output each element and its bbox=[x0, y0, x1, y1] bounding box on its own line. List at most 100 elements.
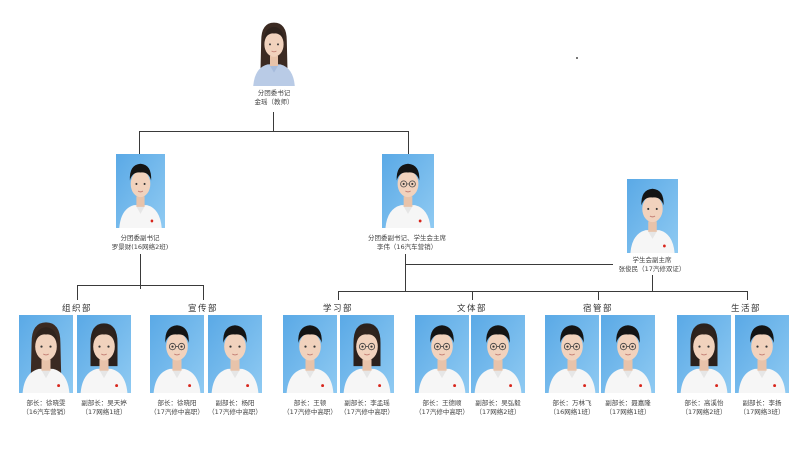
member-role: 部长：徐晓雯 bbox=[26, 399, 66, 407]
member-caption: 部长：王顿 （17汽修中高职） bbox=[283, 399, 337, 417]
connector-right-horizontal bbox=[338, 291, 748, 292]
secretary-name: 金瑶（教师） bbox=[254, 98, 294, 106]
member-caption: 副部长：李扬 （17网络3班） bbox=[740, 399, 785, 417]
member-role: 副部长：聂嘉隆 bbox=[605, 399, 651, 407]
member-role: 副部长：杨阳 bbox=[215, 399, 255, 407]
portrait-image bbox=[677, 315, 731, 393]
connector-to-zuzhi bbox=[77, 285, 78, 300]
dept-xuanchuan-label: 宣传部 bbox=[187, 304, 219, 314]
member-role: 副部长：李扬 bbox=[742, 399, 782, 407]
deputy-2-name: 李伟（16汽车营销） bbox=[376, 243, 438, 251]
member-class: （17网络2班） bbox=[681, 408, 727, 416]
member-caption: 副部长：聂嘉隆 （17网络1班） bbox=[605, 399, 651, 417]
portrait-image bbox=[250, 16, 298, 86]
member-class: （17汽修中高职） bbox=[415, 408, 469, 416]
member-class: （17网络3班） bbox=[739, 408, 785, 416]
member-role: 部长：王顿 bbox=[293, 399, 327, 407]
member-caption: 副部长：杨阳 （17汽修中高职） bbox=[208, 399, 262, 417]
deputy-1-name: 罗景财(16网络2班) bbox=[111, 243, 169, 251]
connector-left-horizontal bbox=[77, 285, 204, 286]
photo-deputy-1 bbox=[116, 154, 165, 228]
photo-deputy-2 bbox=[382, 154, 434, 228]
member-role: 副部长：李孟瑶 bbox=[344, 399, 390, 407]
member-class: （17网络1班） bbox=[605, 408, 651, 416]
portrait-image bbox=[601, 315, 655, 393]
dept-zuzhi-label: 组织部 bbox=[61, 304, 93, 314]
secretary-title: 分团委书记 bbox=[257, 89, 291, 97]
photo-secretary bbox=[250, 16, 298, 86]
member-caption: 部长：万林飞 （16网络1班） bbox=[550, 399, 595, 417]
portrait-image bbox=[77, 315, 131, 393]
photo-member bbox=[283, 315, 337, 393]
member-role: 部长：高溪怡 bbox=[684, 399, 724, 407]
member-role: 副部长：吴弘毅 bbox=[475, 399, 521, 407]
portrait-image bbox=[340, 315, 394, 393]
connector-top-horizontal bbox=[139, 131, 408, 132]
photo-member bbox=[601, 315, 655, 393]
member-class: （17汽修中高职） bbox=[340, 408, 394, 416]
member-class: （16汽车营销） bbox=[22, 408, 70, 416]
member-caption: 副部长：吴弘毅 （17网络2班） bbox=[475, 399, 521, 417]
portrait-image bbox=[116, 154, 165, 228]
member-class: （17汽修中高职） bbox=[208, 408, 262, 416]
member-caption: 部长：徐晓雯 （16汽车营销） bbox=[22, 399, 69, 417]
connector-to-shenghuo bbox=[747, 291, 748, 300]
connector-to-suguan bbox=[598, 291, 599, 300]
deputy-1-caption: 分团委副书记 罗景财(16网络2班) bbox=[112, 234, 168, 252]
portrait-image bbox=[471, 315, 525, 393]
connector-to-xuexi bbox=[338, 291, 339, 300]
dept-xuexi-label: 学习部 bbox=[322, 304, 354, 314]
dept-suguan-label: 宿管部 bbox=[582, 304, 614, 314]
member-caption: 部长：徐晓阳 （17汽修中高职） bbox=[150, 399, 204, 417]
member-role: 部长：徐晓阳 bbox=[157, 399, 197, 407]
secretary-caption: 分团委书记 金瑶（教师） bbox=[255, 89, 294, 107]
stray-mark bbox=[576, 57, 578, 59]
photo-member bbox=[77, 315, 131, 393]
member-class: （17汽修中高职） bbox=[150, 408, 204, 416]
photo-member bbox=[415, 315, 469, 393]
member-caption: 副部长：李孟瑶 （17汽修中高职） bbox=[340, 399, 394, 417]
member-class: （16网络1班） bbox=[549, 408, 595, 416]
portrait-image bbox=[415, 315, 469, 393]
portrait-image bbox=[627, 179, 678, 253]
member-class: （17网络1班） bbox=[81, 408, 127, 416]
deputy-3-name: 张俊民（17汽修双证） bbox=[618, 265, 686, 273]
portrait-image bbox=[150, 315, 204, 393]
member-caption: 副部长：吴天婷 （17网络1班） bbox=[81, 399, 127, 417]
portrait-image bbox=[19, 315, 73, 393]
connector-secretary-down bbox=[273, 112, 274, 132]
photo-member bbox=[19, 315, 73, 393]
photo-member bbox=[340, 315, 394, 393]
connector-to-wenti bbox=[472, 291, 473, 300]
dept-shenghuo-label: 生活部 bbox=[730, 304, 762, 314]
dept-wenti-label: 文体部 bbox=[456, 304, 488, 314]
connector-to-deputy-1 bbox=[139, 131, 140, 154]
portrait-image bbox=[545, 315, 599, 393]
photo-member bbox=[545, 315, 599, 393]
member-role: 部长：王德顺 bbox=[422, 399, 462, 407]
member-class: （17汽修中高职） bbox=[283, 408, 337, 416]
portrait-image bbox=[283, 315, 337, 393]
member-caption: 部长：王德顺 （17汽修中高职） bbox=[415, 399, 469, 417]
photo-deputy-3 bbox=[627, 179, 678, 253]
photo-member bbox=[150, 315, 204, 393]
connector-to-xuanchuan bbox=[203, 285, 204, 300]
connector-to-deputy-2 bbox=[408, 131, 409, 154]
member-role: 部长：万林飞 bbox=[552, 399, 592, 407]
portrait-image bbox=[382, 154, 434, 228]
member-role: 副部长：吴天婷 bbox=[81, 399, 127, 407]
photo-member bbox=[735, 315, 789, 393]
photo-member bbox=[208, 315, 262, 393]
connector-deputy-2-down bbox=[405, 254, 406, 292]
portrait-image bbox=[208, 315, 262, 393]
member-caption: 部长：高溪怡 （17网络2班） bbox=[682, 399, 727, 417]
deputy-2-caption: 分团委副书记、学生会主席 李伟（16汽车营销） bbox=[368, 234, 446, 252]
connector-deputy-1-down bbox=[140, 254, 141, 289]
photo-member bbox=[677, 315, 731, 393]
connector-deputy-2-to-3 bbox=[405, 264, 613, 265]
deputy-3-title: 学生会副主席 bbox=[632, 256, 672, 264]
photo-member bbox=[471, 315, 525, 393]
member-class: （17网络2班） bbox=[475, 408, 521, 416]
deputy-1-title: 分团委副书记 bbox=[120, 234, 160, 242]
connector-deputy-3-down bbox=[652, 275, 653, 292]
